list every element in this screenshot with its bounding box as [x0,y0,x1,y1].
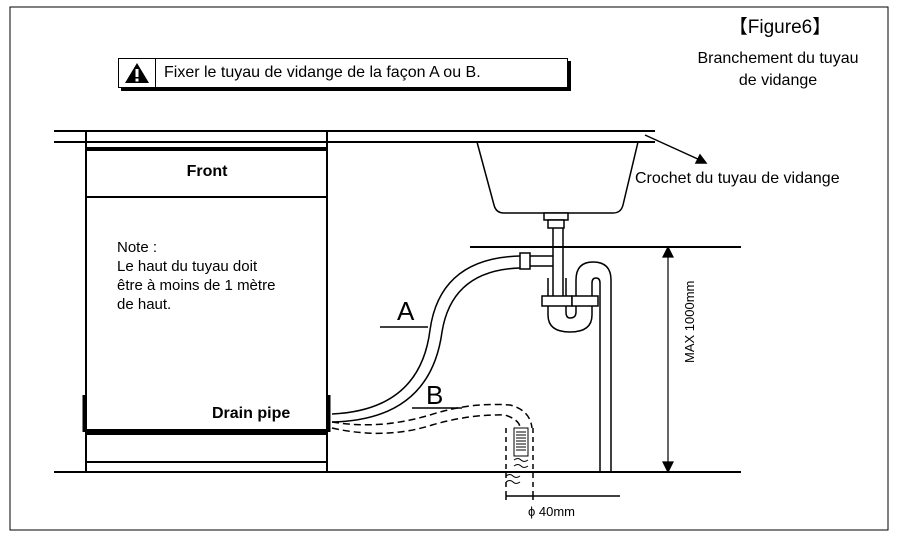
hook-pointer-arrow [644,134,708,164]
figure-subtitle-line1: Branchement du tuyau [697,50,859,67]
note-line3: de haut. [117,296,172,313]
max-height-label: MAX 1000mm [682,280,697,363]
diameter-dimension [505,492,620,500]
drain-hose-a [331,255,521,423]
note-text: Note : Le haut du tuyau doit être à moin… [117,238,317,314]
dishwasher [82,131,331,472]
sink-drain [519,212,569,300]
diameter-label: ϕ 40mm [528,504,576,519]
sink-basin [476,141,639,214]
option-a-label: A [397,296,415,326]
note-title: Note : [117,239,158,256]
countertop [54,130,655,143]
figure-frame [9,6,889,531]
warning-box: Fixer le tuyau de vidange de la façon A … [118,58,568,88]
hook-label: Crochet du tuyau de vidange [635,170,840,187]
front-label: Front [186,163,228,180]
standpipe-grille [516,431,526,451]
warning-text: Fixer le tuyau de vidange de la façon A … [164,64,481,81]
height-dimension [662,245,674,474]
figure-subtitle: Branchement du tuyau de vidange [678,48,878,92]
warning-icon [119,59,156,87]
note-line1: Le haut du tuyau doit [117,258,258,275]
option-b-label: B [426,380,444,410]
note-line2: être à moins de 1 mètre [117,277,276,294]
p-trap [541,261,612,472]
figure-title: 【Figure6】 [728,17,832,38]
drain-pipe-label: Drain pipe [212,405,291,422]
figure-subtitle-line2: de vidange [738,72,818,89]
drain-hose-b [331,403,533,435]
